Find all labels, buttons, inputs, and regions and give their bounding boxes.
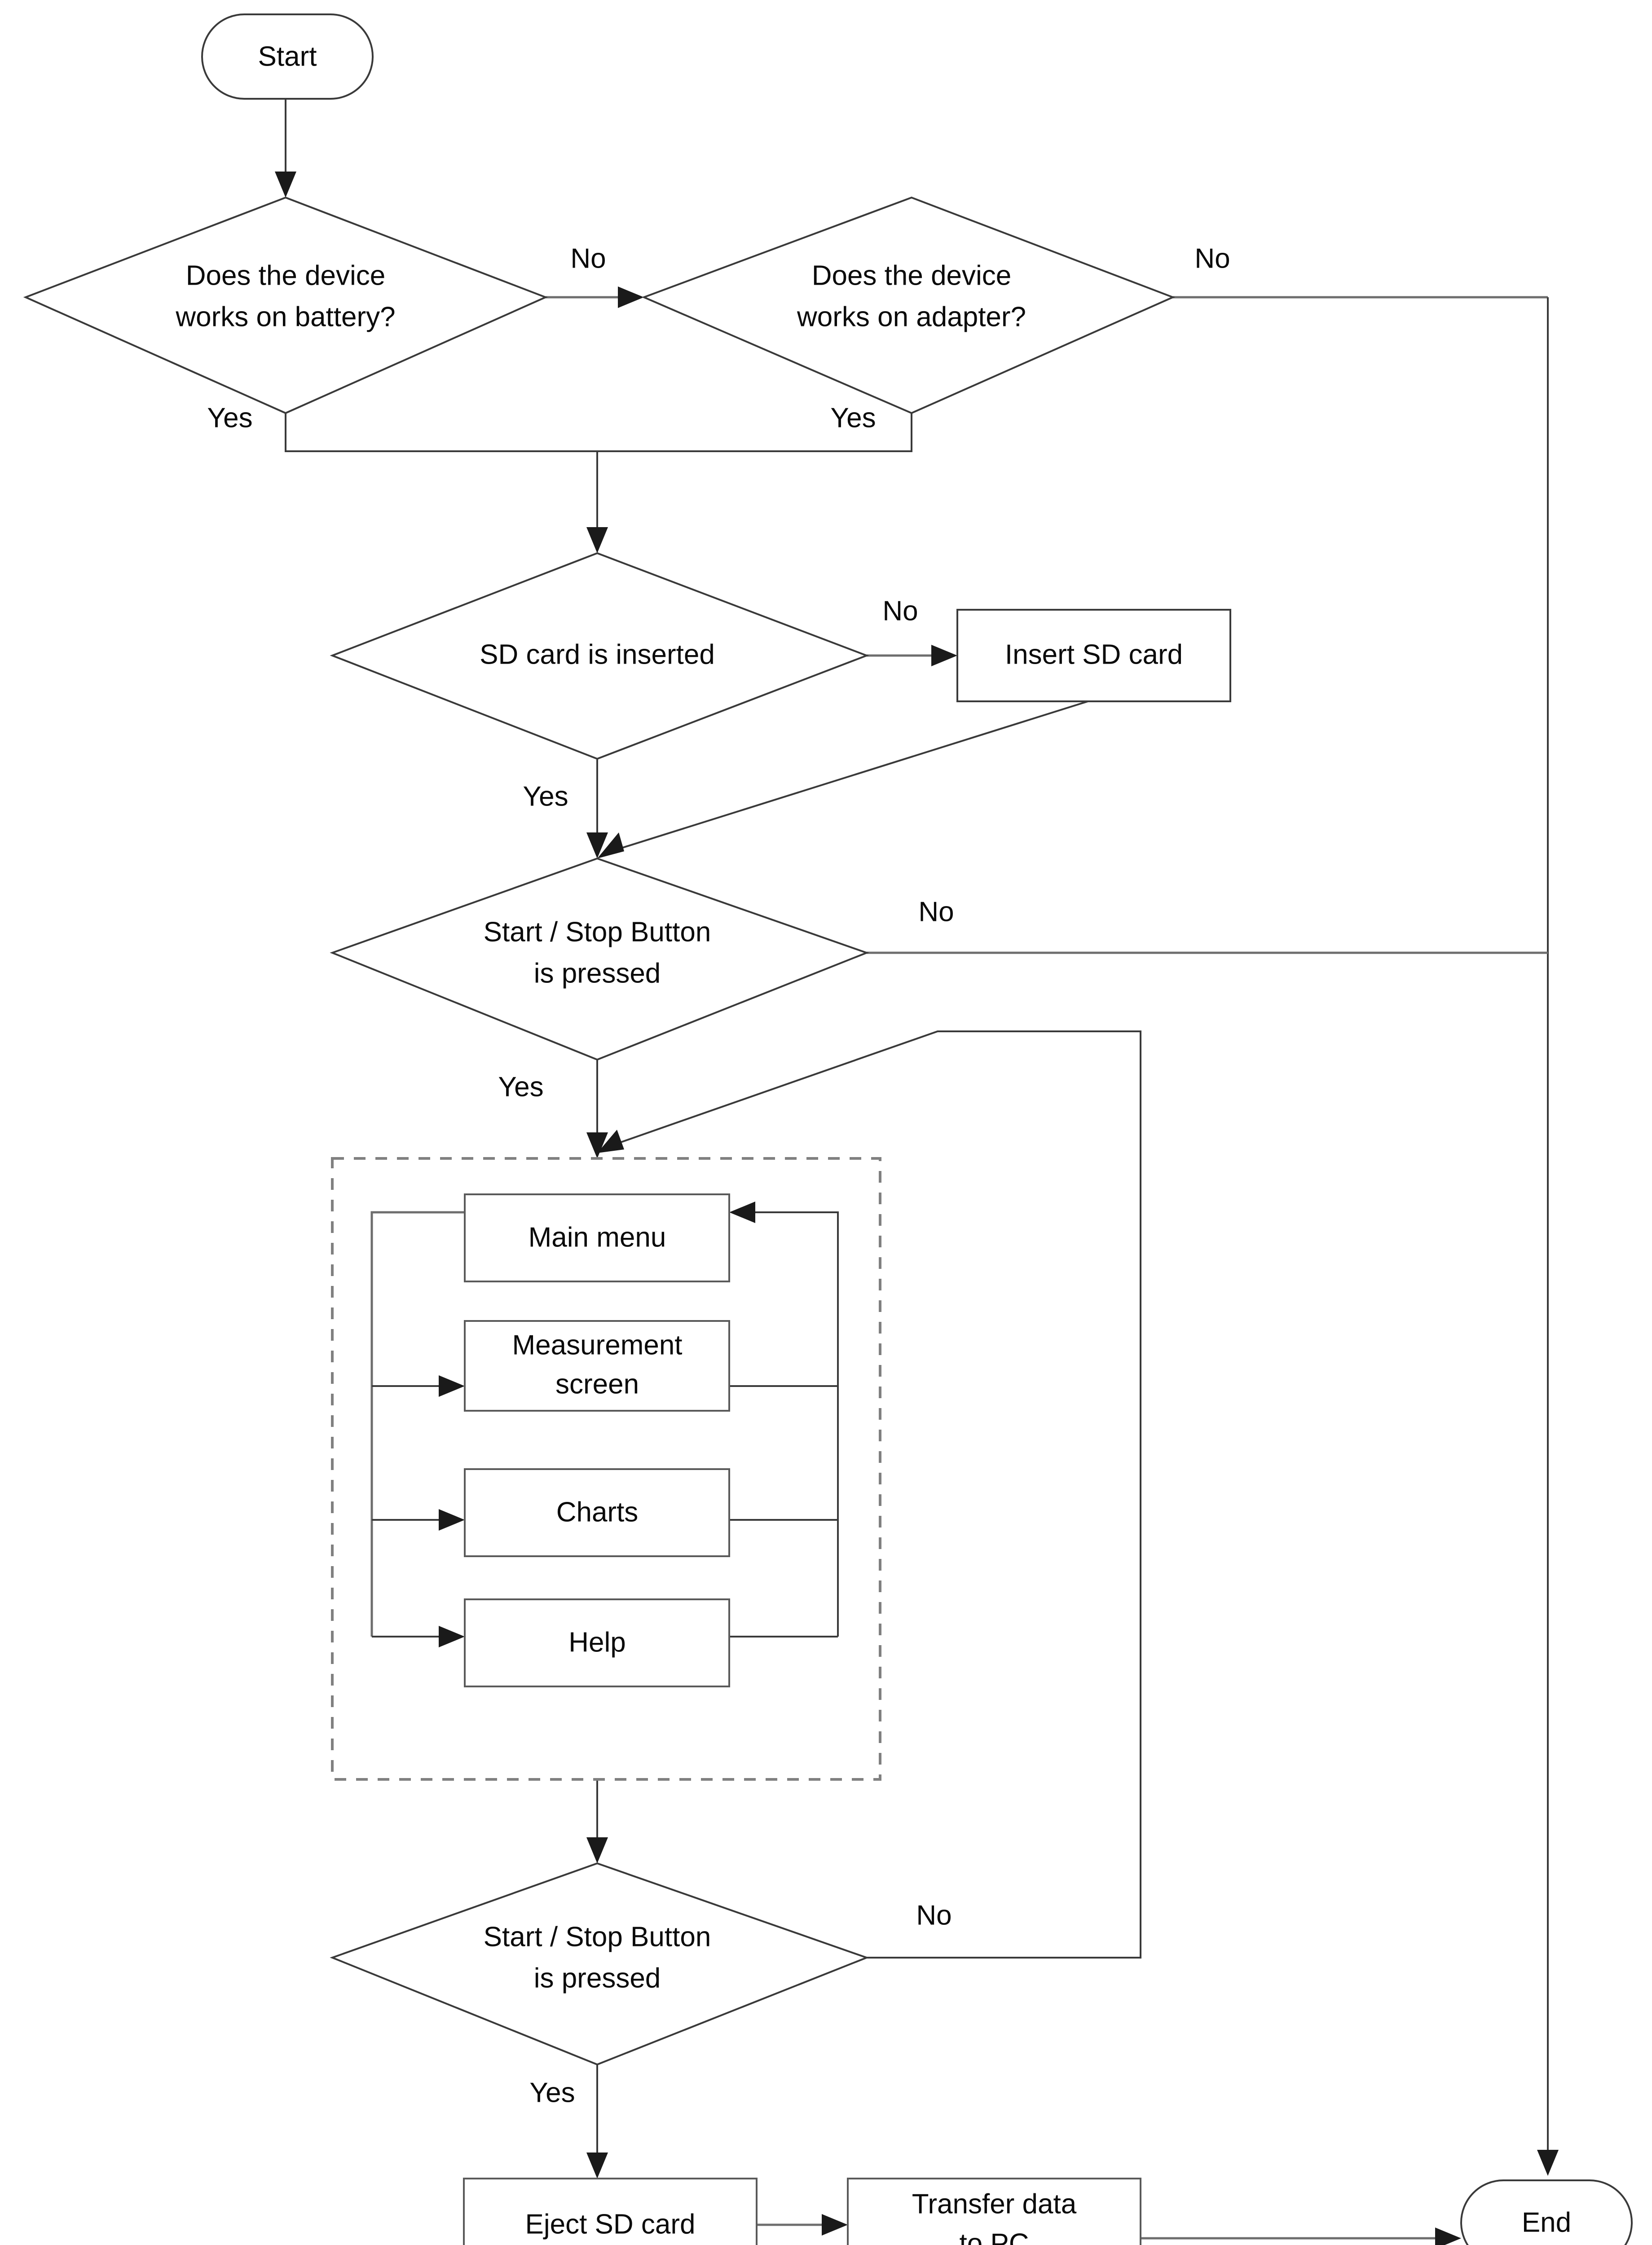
node-battery-decision-label-line2: works on battery? [175, 301, 395, 332]
node-transfer-data-label-line2: to PC [959, 2228, 1029, 2245]
edge-startstop2-yes-to-eject [586, 2065, 608, 2179]
node-charts-label: Charts [556, 1497, 639, 1527]
node-startstop-decision-1-label-line1: Start / Stop Button [484, 916, 711, 947]
menu-group-boundary [331, 1157, 881, 1781]
node-battery-decision-label-line1: Does the device [186, 260, 386, 291]
edge-label-adapter-yes: Yes [830, 402, 876, 433]
node-sd-inserted-decision-label: SD card is inserted [480, 639, 715, 670]
node-insert-sd-label: Insert SD card [1005, 639, 1183, 670]
edge-group-to-startstop2 [586, 1779, 608, 1863]
node-main-menu-label: Main menu [529, 1222, 666, 1253]
edge-battery-no-to-adapter [546, 286, 644, 308]
edge-label-startstop1-yes: Yes [498, 1071, 543, 1102]
edge-label-startstop1-no: No [918, 896, 954, 927]
node-main-menu[interactable]: Main menu [464, 1193, 730, 1282]
node-battery-decision[interactable]: Does the device works on battery? [23, 196, 548, 414]
edge-transfer-to-end [1141, 2227, 1461, 2245]
edge-label-startstop2-no: No [916, 1900, 952, 1931]
node-start[interactable]: Start [201, 13, 374, 100]
node-help-label: Help [568, 1627, 626, 1658]
node-insert-sd[interactable]: Insert SD card [956, 609, 1231, 702]
node-startstop-decision-2-label-line1: Start / Stop Button [484, 1921, 711, 1952]
edge-label-battery-no: No [570, 243, 606, 274]
edge-label-adapter-no: No [1194, 243, 1230, 274]
node-eject-sd[interactable]: Eject SD card [463, 2178, 758, 2245]
node-transfer-data[interactable]: Transfer data to PC [847, 2178, 1141, 2245]
node-startstop-decision-1[interactable]: Start / Stop Button is pressed [330, 857, 869, 1061]
node-measurement-screen-label-line2: screen [555, 1369, 639, 1400]
edge-eject-to-transfer [757, 2214, 848, 2236]
node-measurement-screen-label-line1: Measurement [512, 1329, 682, 1360]
edge-label-sd-yes: Yes [523, 781, 568, 812]
node-end[interactable]: End [1460, 2179, 1633, 2245]
node-end-label: End [1522, 2207, 1571, 2238]
node-measurement-screen[interactable]: Measurement screen [464, 1320, 730, 1412]
node-transfer-data-label-line1: Transfer data [912, 2188, 1077, 2219]
edge-label-sd-no: No [882, 595, 918, 626]
node-adapter-decision-label-line1: Does the device [812, 260, 1012, 291]
node-startstop-decision-2[interactable]: Start / Stop Button is pressed [330, 1862, 869, 2066]
edge-insert-sd-to-startstop1 [597, 700, 1088, 858]
edge-sd-yes-to-startstop1 [586, 759, 608, 858]
node-charts[interactable]: Charts [464, 1468, 730, 1557]
node-eject-sd-label: Eject SD card [525, 2209, 695, 2240]
node-startstop-decision-1-label-line2: is pressed [534, 958, 661, 989]
edge-right-rail-to-end [1537, 297, 1559, 2176]
edge-startstop2-no-feedback [597, 1030, 1141, 1959]
edge-merge-to-sd-decision [586, 451, 608, 553]
node-start-label: Start [258, 41, 317, 72]
node-startstop-decision-2-label-line2: is pressed [534, 1963, 661, 1994]
edge-adapter-yes [597, 413, 912, 452]
node-adapter-decision[interactable]: Does the device works on adapter? [641, 196, 1176, 414]
edge-label-battery-yes: Yes [207, 402, 252, 433]
edge-label-startstop2-yes: Yes [529, 2077, 575, 2108]
node-sd-inserted-decision[interactable]: SD card is inserted [330, 552, 869, 760]
edge-sd-no-to-insert [867, 645, 957, 666]
edge-mainmenu-to-submenus [370, 1211, 465, 1647]
edge-battery-yes [285, 413, 597, 452]
edge-startstop1-yes-to-group [586, 1060, 608, 1158]
node-help[interactable]: Help [464, 1598, 730, 1687]
edge-start-to-battery [275, 99, 296, 198]
node-adapter-decision-label-line2: works on adapter? [797, 301, 1026, 332]
edge-submenus-to-mainmenu [729, 1202, 839, 1638]
